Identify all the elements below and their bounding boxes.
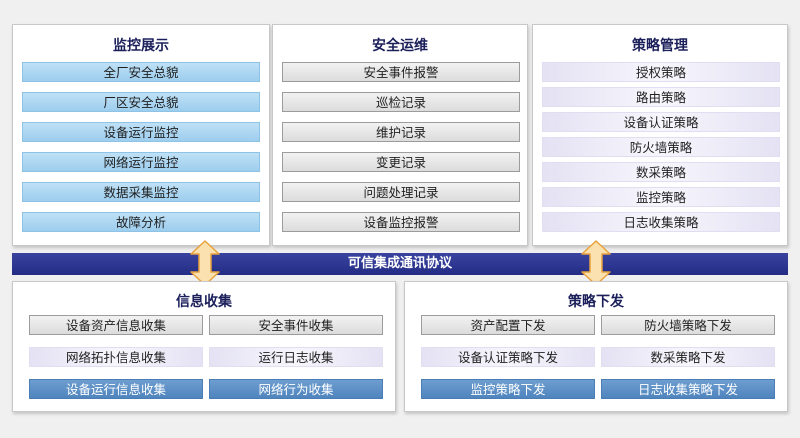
policy-item: 数采策略 xyxy=(542,162,780,182)
trusted-protocol-bar: 可信集成通讯协议 xyxy=(12,253,788,275)
ops-item: 问题处理记录 xyxy=(282,182,520,202)
monitor-item: 全厂安全总貌 xyxy=(22,62,260,82)
dispatch-item: 数采策略下发 xyxy=(601,347,775,367)
policy-dispatch-panel: 策略下发 资产配置下发 防火墙策略下发 设备认证策略下发 数采策略下发 监控策略… xyxy=(404,281,788,412)
collect-item: 设备资产信息收集 xyxy=(29,315,203,335)
monitor-item: 故障分析 xyxy=(22,212,260,232)
collect-item: 网络行为收集 xyxy=(209,379,383,399)
info-collection-title: 信息收集 xyxy=(176,294,232,310)
right-bidirectional-arrow xyxy=(581,240,611,286)
monitor-item: 设备运行监控 xyxy=(22,122,260,142)
collect-item: 运行日志收集 xyxy=(209,347,383,367)
policy-management-title: 策略管理 xyxy=(632,38,688,54)
policy-item: 防火墙策略 xyxy=(542,137,780,157)
policy-dispatch-title: 策略下发 xyxy=(568,294,624,310)
dispatch-item: 日志收集策略下发 xyxy=(601,379,775,399)
ops-item: 维护记录 xyxy=(282,122,520,142)
monitor-item: 厂区安全总貌 xyxy=(22,92,260,112)
policy-management-panel: 策略管理 授权策略 路由策略 设备认证策略 防火墙策略 数采策略 监控策略 日志… xyxy=(532,24,788,246)
policy-item: 授权策略 xyxy=(542,62,780,82)
policy-item: 设备认证策略 xyxy=(542,112,780,132)
dispatch-item: 设备认证策略下发 xyxy=(421,347,595,367)
security-ops-title: 安全运维 xyxy=(372,38,428,54)
monitor-item: 数据采集监控 xyxy=(22,182,260,202)
dispatch-item: 监控策略下发 xyxy=(421,379,595,399)
policy-item: 路由策略 xyxy=(542,87,780,107)
ops-item: 安全事件报警 xyxy=(282,62,520,82)
monitor-display-panel: 监控展示 全厂安全总貌 厂区安全总貌 设备运行监控 网络运行监控 数据采集监控 … xyxy=(12,24,270,246)
dispatch-item: 防火墙策略下发 xyxy=(601,315,775,335)
ops-item: 巡检记录 xyxy=(282,92,520,112)
collect-item: 安全事件收集 xyxy=(209,315,383,335)
security-ops-panel: 安全运维 安全事件报警 巡检记录 维护记录 变更记录 问题处理记录 设备监控报警 xyxy=(272,24,528,246)
collect-item: 网络拓扑信息收集 xyxy=(29,347,203,367)
collect-item: 设备运行信息收集 xyxy=(29,379,203,399)
info-collection-panel: 信息收集 设备资产信息收集 安全事件收集 网络拓扑信息收集 运行日志收集 设备运… xyxy=(12,281,396,412)
monitor-item: 网络运行监控 xyxy=(22,152,260,172)
ops-item: 变更记录 xyxy=(282,152,520,172)
left-bidirectional-arrow xyxy=(190,240,220,286)
policy-item: 日志收集策略 xyxy=(542,212,780,232)
policy-item: 监控策略 xyxy=(542,187,780,207)
dispatch-item: 资产配置下发 xyxy=(421,315,595,335)
monitor-display-title: 监控展示 xyxy=(113,38,169,54)
ops-item: 设备监控报警 xyxy=(282,212,520,232)
